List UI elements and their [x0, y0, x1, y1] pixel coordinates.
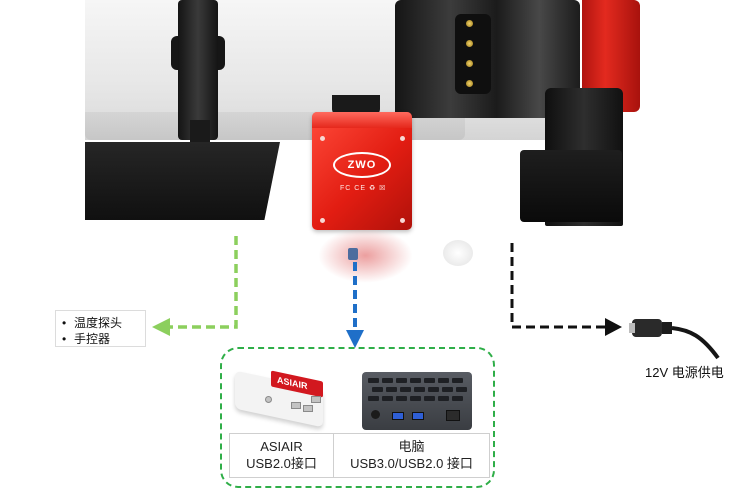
- asiair-usb-port: [291, 402, 301, 409]
- keyboard-key: [372, 387, 383, 392]
- device-port: USB3.0/USB2.0 接口: [350, 456, 473, 471]
- center-arrowhead: [346, 330, 364, 348]
- certification-marks: FC CE ♻ ☒: [340, 185, 387, 192]
- device-name: ASIAIR: [260, 439, 303, 454]
- list-item-label: 温度探头: [74, 316, 123, 330]
- asiair-usb-port: [311, 396, 321, 403]
- dc-power-plug-icon: [629, 319, 720, 360]
- keyboard-key: [400, 387, 411, 392]
- keyboard-key: [368, 378, 379, 383]
- asiair-power-jack: [265, 396, 272, 403]
- keyboard-key: [442, 387, 453, 392]
- table-divider: [333, 434, 334, 477]
- keyboard-key: [368, 396, 379, 401]
- mount-bracket-foot: [520, 150, 622, 222]
- tube-ring: [178, 0, 218, 140]
- right-arrowhead: [605, 318, 622, 336]
- list-item: • 手控器: [62, 330, 110, 347]
- camera-adapter: [332, 95, 380, 115]
- asiair-device: ASIAIR: [233, 370, 333, 430]
- laptop-ethernet-port: [446, 410, 460, 421]
- camera-screw: [320, 218, 325, 223]
- asiair-usb-port: [303, 405, 313, 412]
- gold-screw: [466, 20, 473, 27]
- keyboard-key: [424, 378, 435, 383]
- focuser-knob: [455, 14, 491, 94]
- keyboard-key: [452, 378, 463, 383]
- camera-blur-glow: [318, 228, 413, 283]
- keyboard-key: [410, 396, 421, 401]
- laptop-audio-jack: [371, 410, 380, 419]
- power-label: 12V 电源供电: [645, 365, 724, 380]
- gold-screw: [466, 60, 473, 67]
- keyboard-key: [438, 378, 449, 383]
- left-arrowhead: [152, 318, 170, 336]
- laptop-usb3-port: [392, 412, 404, 420]
- keyboard-key: [428, 387, 439, 392]
- zwo-logo: ZWO: [333, 152, 391, 178]
- keyboard-key: [396, 396, 407, 401]
- gold-screw: [466, 40, 473, 47]
- keyboard-key: [424, 396, 435, 401]
- laptop-usb3-port: [412, 412, 424, 420]
- camera-screw: [320, 136, 325, 141]
- camera-screw: [400, 136, 405, 141]
- bullet-icon: •: [62, 316, 67, 330]
- host-devices-container: [220, 347, 495, 488]
- keyboard-key: [414, 387, 425, 392]
- keyboard-key: [382, 378, 393, 383]
- gold-screw: [466, 80, 473, 87]
- list-item: • 温度探头: [62, 314, 122, 331]
- device-table: ASIAIR USB2.0接口 电脑 USB3.0/USB2.0 接口: [229, 433, 490, 478]
- lens-cap: [443, 240, 473, 266]
- keyboard-key: [456, 387, 467, 392]
- camera-screw: [400, 218, 405, 223]
- dovetail-bar: [85, 142, 280, 220]
- table-cell-asiair: ASIAIR USB2.0接口: [230, 438, 333, 472]
- keyboard-key: [396, 378, 407, 383]
- keyboard-key: [438, 396, 449, 401]
- keyboard-key: [386, 387, 397, 392]
- laptop-device: [362, 372, 472, 430]
- device-name: 电脑: [398, 439, 425, 454]
- left-arrow-line: [168, 236, 238, 329]
- keyboard-key: [382, 396, 393, 401]
- table-cell-computer: 电脑 USB3.0/USB2.0 接口: [334, 438, 489, 472]
- camera-usb-port: [348, 248, 358, 260]
- bullet-icon: •: [62, 332, 67, 346]
- camera-top-face: [312, 112, 412, 128]
- list-item-label: 手控器: [74, 332, 111, 346]
- accessory-list: • 温度探头 • 手控器: [55, 310, 146, 347]
- keyboard-key: [410, 378, 421, 383]
- keyboard-key: [452, 396, 463, 401]
- device-port: USB2.0接口: [246, 456, 317, 471]
- right-arrow-line: [510, 243, 605, 329]
